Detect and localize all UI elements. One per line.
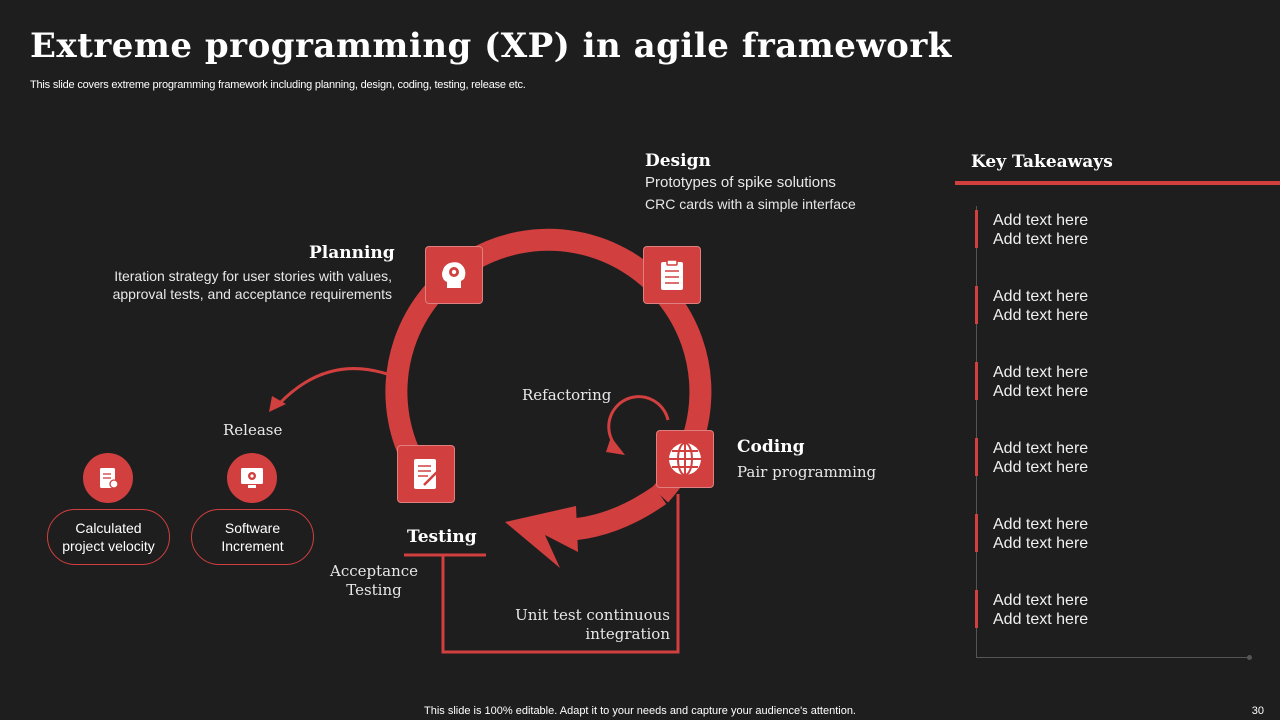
takeaways-timeline — [976, 206, 977, 658]
planning-title: Planning — [309, 243, 395, 263]
output-pill-software: Software Increment — [191, 509, 314, 565]
software-icon — [227, 453, 277, 503]
unit-test-bracket — [441, 494, 680, 654]
design-icon-box — [643, 246, 701, 304]
output-label-velocity: Calculated project velocity — [62, 520, 155, 554]
design-line-1: Prototypes of spike solutions — [645, 174, 836, 191]
globe-icon — [669, 442, 701, 476]
takeaway-line: Add text here — [993, 212, 1089, 229]
takeaway-line: Add text here — [993, 307, 1089, 324]
key-takeaways-title: Key Takeaways — [971, 152, 1113, 172]
planning-line-2: approval tests, and acceptance requireme… — [112, 286, 392, 302]
takeaway-line: Add text here — [993, 459, 1089, 476]
refactoring-label: Refactoring — [522, 386, 612, 404]
report-icon — [83, 453, 133, 503]
takeaway-marker — [975, 438, 978, 476]
output-pill-velocity: Calculated project velocity — [47, 509, 170, 565]
takeaways-end-dot — [1247, 655, 1252, 660]
design-line-2: CRC cards with a simple interface — [645, 196, 856, 212]
brain-gear-icon — [442, 262, 466, 288]
takeaway-line: Add text here — [993, 516, 1089, 533]
unit-test-label: Unit test continuous integration — [515, 606, 670, 643]
takeaway-marker — [975, 362, 978, 400]
takeaway-line: Add text here — [993, 364, 1089, 381]
cycle-arrowhead — [505, 506, 578, 568]
coding-text: Pair programming — [737, 463, 877, 481]
takeaway-line: Add text here — [993, 231, 1089, 248]
coding-title: Coding — [737, 437, 805, 457]
refactoring-arrow — [607, 395, 670, 446]
takeaway-line: Add text here — [993, 611, 1089, 628]
takeaway-line: Add text here — [993, 440, 1089, 457]
takeaway-marker — [975, 514, 978, 552]
footer-note: This slide is 100% editable. Adapt it to… — [424, 705, 856, 717]
coding-icon-box — [656, 430, 714, 488]
page-subtitle: This slide covers extreme programming fr… — [30, 79, 526, 91]
cycle-ring-arc — [385, 228, 712, 503]
takeaway-marker — [975, 210, 978, 248]
takeaway-line: Add text here — [993, 383, 1089, 400]
takeaway-line: Add text here — [993, 592, 1089, 609]
takeaway-marker — [975, 590, 978, 628]
design-title: Design — [645, 151, 711, 171]
release-arrow — [276, 367, 399, 407]
page-number: 30 — [1251, 705, 1264, 717]
output-label-software: Software Increment — [221, 520, 284, 554]
planning-line-1: Iteration strategy for user stories with… — [114, 268, 392, 284]
takeaway-line: Add text here — [993, 288, 1089, 305]
takeaway-line: Add text here — [993, 535, 1089, 552]
key-takeaways-underline — [955, 181, 1280, 185]
takeaway-marker — [975, 286, 978, 324]
planning-icon-box — [425, 246, 483, 304]
takeaways-baseline — [976, 657, 1250, 658]
release-label: Release — [223, 421, 283, 439]
testing-icon-box — [397, 445, 455, 503]
page-title: Extreme programming (XP) in agile framew… — [30, 26, 952, 66]
testing-title: Testing — [407, 527, 477, 547]
document-pen-icon — [414, 459, 440, 489]
clipboard-checklist-icon — [661, 259, 683, 290]
acceptance-testing-label: Acceptance Testing — [329, 562, 419, 599]
